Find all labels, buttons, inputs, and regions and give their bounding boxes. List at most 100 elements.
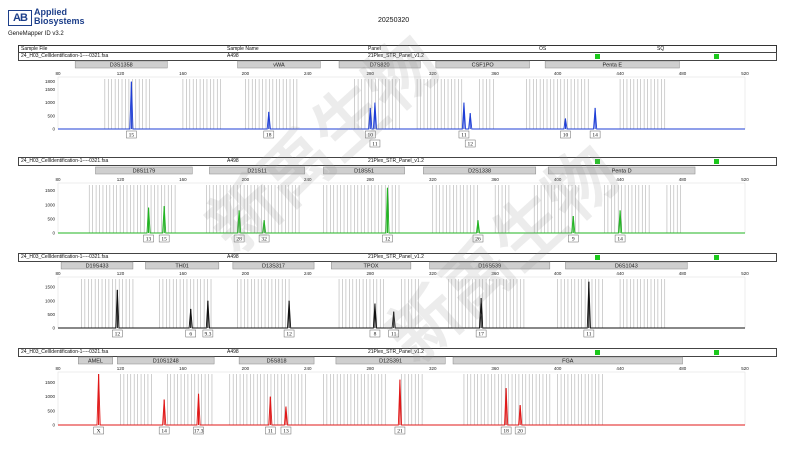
x-tick-label: 440 bbox=[616, 366, 624, 371]
allele-label-box[interactable] bbox=[560, 130, 571, 139]
allele-label-box[interactable] bbox=[158, 234, 170, 243]
x-tick-label: 440 bbox=[616, 71, 624, 76]
marker-box[interactable] bbox=[335, 356, 446, 365]
allele-label-box[interactable] bbox=[589, 130, 601, 139]
allele-label-box[interactable] bbox=[112, 329, 123, 338]
allele-label: 8 bbox=[374, 332, 377, 338]
marker-box[interactable] bbox=[429, 261, 551, 270]
y-tick-label: 1800 bbox=[45, 79, 56, 84]
allele-label-box[interactable] bbox=[382, 234, 393, 243]
x-tick-label: 400 bbox=[554, 177, 562, 182]
allele-label-box[interactable] bbox=[233, 234, 245, 243]
x-tick-label: 520 bbox=[741, 271, 749, 276]
x-tick-label: 280 bbox=[367, 366, 375, 371]
x-tick-label: 240 bbox=[304, 366, 312, 371]
allele-label: 15 bbox=[161, 237, 167, 243]
allele-label-box[interactable] bbox=[265, 426, 276, 435]
plot-frame bbox=[57, 76, 746, 130]
allele-label-box[interactable] bbox=[475, 329, 487, 338]
marker-box[interactable] bbox=[452, 356, 683, 365]
allele-label: 32 bbox=[261, 237, 267, 243]
company-name: Applied Biosystems bbox=[34, 8, 85, 26]
allele-label-box[interactable] bbox=[93, 426, 104, 435]
allele-label: 14 bbox=[617, 237, 623, 243]
allele-label-box[interactable] bbox=[394, 426, 406, 435]
allele-label: 14 bbox=[161, 429, 167, 435]
allele-label: 10 bbox=[563, 133, 569, 139]
marker-box[interactable] bbox=[565, 261, 688, 270]
y-tick-label: 500 bbox=[47, 113, 55, 118]
marker-box[interactable] bbox=[74, 60, 168, 69]
allele-label-box[interactable] bbox=[514, 426, 526, 435]
software-version: GeneMapper ID v3.2 bbox=[8, 31, 64, 37]
trace-line bbox=[58, 281, 745, 329]
allele-label-box[interactable] bbox=[458, 130, 470, 139]
allele-label-box[interactable] bbox=[365, 130, 376, 139]
marker-box[interactable] bbox=[435, 60, 530, 69]
allele-label-box[interactable] bbox=[126, 130, 137, 139]
marker-box[interactable] bbox=[338, 60, 421, 69]
allele-label-box[interactable] bbox=[185, 329, 196, 338]
x-tick-label: 480 bbox=[679, 366, 687, 371]
allele-label-box[interactable] bbox=[583, 329, 595, 338]
marker-label: D2S1338 bbox=[468, 169, 491, 175]
allele-label: 11 bbox=[391, 332, 397, 338]
allele-label-box[interactable] bbox=[283, 329, 295, 338]
marker-box[interactable] bbox=[145, 261, 220, 270]
allele-label: 12 bbox=[115, 332, 121, 338]
x-tick-label: 80 bbox=[55, 271, 61, 276]
marker-box[interactable] bbox=[330, 261, 412, 270]
panel-name: 21Plex_STR_Panel_v1.2 bbox=[368, 53, 424, 59]
allele-label-box[interactable] bbox=[614, 234, 626, 243]
allele-label: 18 bbox=[266, 133, 272, 139]
marker-box[interactable] bbox=[117, 356, 215, 365]
x-tick-label: 360 bbox=[491, 366, 499, 371]
marker-label: Penta E bbox=[602, 63, 622, 69]
allele-label-box[interactable] bbox=[568, 234, 579, 243]
allele-label-box[interactable] bbox=[369, 139, 381, 148]
sq-flag-icon bbox=[714, 255, 719, 260]
allele-label-box[interactable] bbox=[500, 426, 512, 435]
marker-label: TPOX bbox=[364, 264, 379, 270]
sq-flag-icon bbox=[714, 350, 719, 355]
allele-label: X bbox=[97, 429, 101, 435]
electropherogram-panel-blue: 24_H03_CellIdentification-1----0321.fsa … bbox=[18, 52, 777, 150]
panel-info-row: 24_H03_CellIdentification-1----0321.fsa … bbox=[18, 253, 777, 262]
marker-box[interactable] bbox=[232, 261, 315, 270]
allele-label-box[interactable] bbox=[464, 139, 476, 148]
marker-box[interactable] bbox=[323, 166, 405, 175]
x-tick-label: 240 bbox=[304, 177, 312, 182]
marker-label: D10S1248 bbox=[153, 359, 179, 365]
company-line1: Applied bbox=[34, 7, 67, 17]
marker-label: TH01 bbox=[175, 264, 188, 270]
allele-label-box[interactable] bbox=[158, 426, 170, 435]
allele-label: 9 bbox=[572, 237, 575, 243]
marker-box[interactable] bbox=[209, 166, 305, 175]
os-flag-icon bbox=[595, 255, 600, 260]
allele-label-box[interactable] bbox=[369, 329, 381, 338]
allele-label-box[interactable] bbox=[202, 329, 214, 338]
marker-box[interactable] bbox=[238, 356, 315, 365]
marker-box[interactable] bbox=[237, 60, 321, 69]
x-tick-label: 200 bbox=[242, 366, 250, 371]
allele-label-box[interactable] bbox=[193, 426, 204, 435]
allele-label-box[interactable] bbox=[280, 426, 292, 435]
marker-box[interactable] bbox=[548, 166, 696, 175]
marker-box[interactable] bbox=[78, 356, 113, 365]
allele-label: 11 bbox=[268, 429, 274, 435]
x-tick-label: 240 bbox=[304, 71, 312, 76]
marker-box[interactable] bbox=[544, 60, 680, 69]
marker-box[interactable] bbox=[95, 166, 193, 175]
allele-label-box[interactable] bbox=[143, 234, 154, 243]
marker-box[interactable] bbox=[60, 261, 134, 270]
marker-label: FGA bbox=[562, 359, 574, 365]
company-line2: Biosystems bbox=[34, 16, 85, 26]
allele-label-box[interactable] bbox=[263, 130, 275, 139]
allele-label-box[interactable] bbox=[472, 234, 484, 243]
allele-label: 14 bbox=[592, 133, 598, 139]
electropherogram-panel-red: 24_H03_CellIdentification-1----0321.fsa … bbox=[18, 348, 777, 443]
col-sq: SQ bbox=[657, 46, 665, 52]
allele-label-box[interactable] bbox=[258, 234, 270, 243]
marker-box[interactable] bbox=[423, 166, 537, 175]
allele-label-box[interactable] bbox=[388, 329, 399, 338]
